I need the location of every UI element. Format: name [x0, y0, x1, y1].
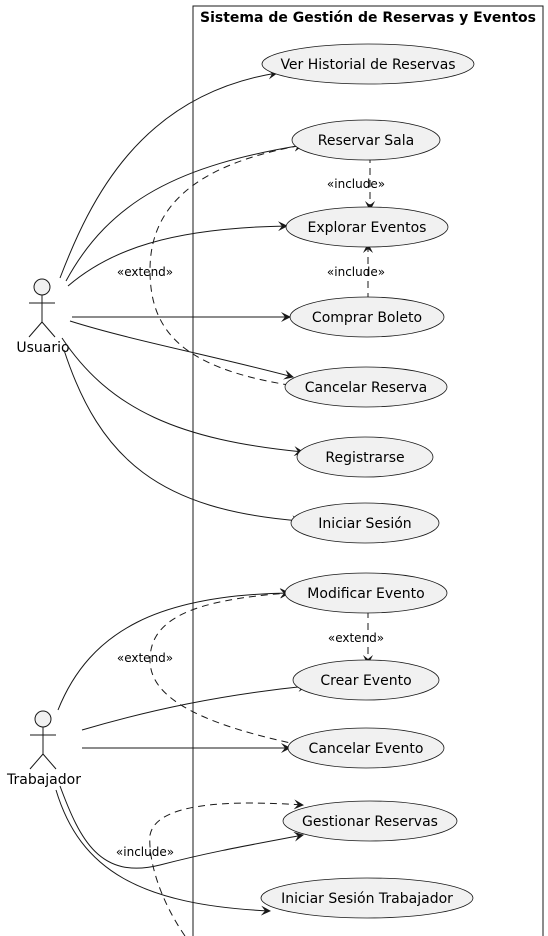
label-extend-cancelar-reserva: «extend» [117, 265, 173, 279]
usecase-iniciar-sesion: Iniciar Sesión [290, 502, 440, 544]
system-title: Sistema de Gestión de Reservas y Eventos [200, 10, 536, 26]
label-include-reservar-explorar: «include» [327, 177, 385, 191]
actor-trabajador-head [34, 710, 52, 728]
actor-trabajador: Trabajador [6, 710, 81, 788]
actor-usuario-right-leg [41, 321, 56, 338]
edge-trabajador-iniciar-sesion-trabajador [55, 789, 271, 916]
usecase-iniciar-sesion-label: Iniciar Sesión [318, 516, 411, 532]
usecase-reservar-sala-label: Reservar Sala [318, 133, 414, 149]
edge-trabajador-modificar-evento [57, 588, 290, 711]
usecase-gestionar-reservas: Gestionar Reservas [282, 800, 458, 842]
label-include-gestionar-reservas: «include» [116, 845, 174, 859]
edge-include-gestionar-reservas [149, 799, 304, 936]
usecase-crear-evento-label: Crear Evento [320, 673, 411, 689]
usecase-crear-evento: Crear Evento [292, 659, 440, 701]
label-extend-cancelar-evento: «extend» [117, 651, 173, 665]
edge-usuario-reservar-sala [65, 141, 304, 282]
edge-cancelar-reserva-extend-reservar [149, 141, 304, 388]
edge-usuario-cancelar-reserva [69, 320, 294, 380]
usecase-ver-historial: Ver Historial de Reservas [261, 43, 475, 85]
usecase-cancelar-evento: Cancelar Evento [287, 727, 445, 769]
actor-trabajador-left-leg [29, 753, 44, 770]
usecase-ver-historial-label: Ver Historial de Reservas [280, 57, 455, 73]
label-extend-modificar-crear: «extend» [328, 631, 384, 645]
usecase-comprar-boleto-label: Comprar Boleto [312, 310, 422, 326]
usecase-modificar-evento: Modificar Evento [284, 572, 448, 614]
system-boundary [192, 5, 544, 936]
edge-cancelar-evento-extend-modificar [149, 588, 301, 746]
usecase-reservar-sala: Reservar Sala [291, 119, 441, 161]
actor-trabajador-label: Trabajador [6, 772, 81, 788]
actor-trabajador-right-leg [42, 753, 57, 770]
usecase-cancelar-reserva-label: Cancelar Reserva [305, 380, 427, 396]
usecase-iniciar-sesion-trabajador: Iniciar Sesión Trabajador [260, 877, 474, 919]
edge-trabajador-gestionar-reservas [59, 785, 304, 869]
edge-usuario-explorar-eventos [67, 221, 288, 287]
usecase-registrarse: Registrarse [296, 436, 434, 478]
usecase-modificar-evento-label: Modificar Evento [307, 586, 424, 602]
usecase-registrarse-label: Registrarse [325, 450, 404, 466]
usecase-gestionar-reservas-label: Gestionar Reservas [302, 814, 438, 830]
usecase-explorar-eventos-label: Explorar Eventos [308, 220, 427, 236]
label-include-comprar-explorar: «include» [327, 265, 385, 279]
actor-usuario-label: Usuario [16, 340, 69, 356]
actor-usuario-left-leg [28, 321, 43, 338]
edge-usuario-ver-historial [59, 69, 278, 279]
usecase-cancelar-evento-label: Cancelar Evento [309, 741, 424, 757]
edge-usuario-registrarse [61, 337, 304, 457]
edge-trabajador-crear-evento [81, 681, 308, 731]
usecase-explorar-eventos: Explorar Eventos [285, 206, 449, 248]
actor-usuario-head [33, 278, 51, 296]
usecase-iniciar-sesion-trabajador-label: Iniciar Sesión Trabajador [281, 891, 453, 907]
edge-usuario-iniciar-sesion [63, 349, 302, 526]
usecase-comprar-boleto: Comprar Boleto [289, 296, 445, 338]
actor-usuario: Usuario [16, 278, 70, 356]
usecase-cancelar-reserva: Cancelar Reserva [284, 366, 448, 408]
